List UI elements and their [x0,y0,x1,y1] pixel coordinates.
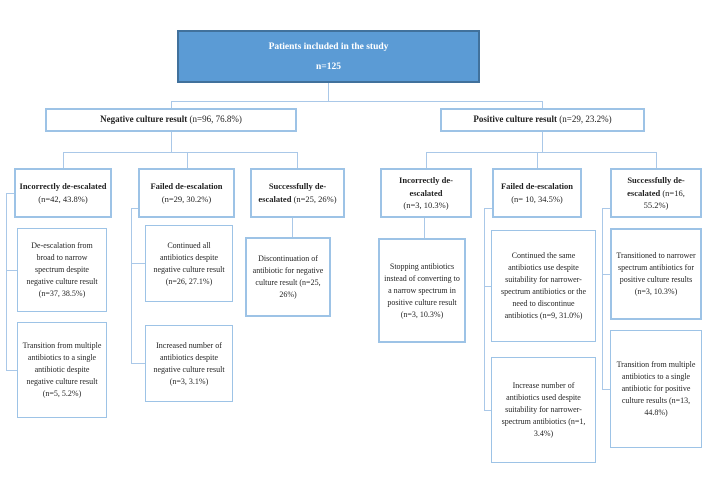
node-text: Continued the same antibiotics use despi… [500,251,587,320]
connector-line [297,152,298,168]
node-stats: (n=16, 55.2%) [643,187,685,211]
node-title: Patients included in the study [268,41,389,52]
connector-line [537,152,538,168]
node-text: Transitioned to narrower spectrum antibi… [616,251,696,296]
node-detail-broad-to-narrow: De-escalation from broad to narrow spect… [17,228,107,312]
node-neg-failed-deescalation: Failed de-escalation (n=29, 30.2%) [138,168,235,218]
node-label: Incorrectly de-escalated [399,174,453,198]
node-detail-continued-all: Continued all antibiotics despite negati… [145,225,233,302]
node-text: Transition from multiple antibiotics to … [616,360,696,417]
connector-line [131,363,145,364]
node-text: De-escalation from broad to narrow spect… [26,241,98,298]
connector-line [602,208,610,209]
connector-line [171,101,542,102]
node-detail-multiple-to-single-pos: Transition from multiple antibiotics to … [610,330,702,448]
connector-line [542,101,543,108]
node-pos-successfully-deescalated: Successfully de-escalated (n=16, 55.2%) [610,168,702,218]
node-detail-discontinuation: Discontinuation of antibiotic for negati… [245,237,331,317]
node-text: Stopping antibiotics instead of converti… [384,261,460,319]
node-stats: (n=96, 76.8%) [189,114,242,125]
node-detail-increase-number-pos: Increase number of antibiotics used desp… [491,357,596,463]
node-detail-multiple-to-single-neg: Transition from multiple antibiotics to … [17,322,107,418]
connector-line [6,270,17,271]
connector-line [328,83,329,101]
node-stats: (n=3, 10.3%) [403,200,449,211]
node-detail-increased-number-neg: Increased number of antibiotics despite … [145,325,233,402]
node-label: Successfully de-escalated [627,174,685,198]
node-text: Discontinuation of antibiotic for negati… [252,254,324,299]
connector-line [187,152,188,168]
connector-line [656,152,657,168]
node-label: Successfully de-escalated [258,181,327,204]
connector-line [542,132,543,152]
node-detail-continued-same: Continued the same antibiotics use despi… [491,230,596,342]
node-negative-culture: Negative culture result (n=96, 76.8%) [45,108,297,132]
connector-line [484,286,491,287]
connector-line [602,208,603,389]
connector-line [484,208,492,209]
connector-line [424,218,425,238]
node-text: Transition from multiple antibiotics to … [22,341,102,398]
connector-line [63,152,64,168]
node-stats: (n=42, 43.8%) [38,194,88,204]
connector-line [602,274,610,275]
node-text: Increased number of antibiotics despite … [153,340,225,386]
connector-line [63,152,297,153]
node-label: Positive culture result [473,114,558,125]
node-label: Incorrectly de-escalated [19,181,107,192]
node-neg-successfully-deescalated: Successfully de-escalated (n=25, 26%) [250,168,345,218]
node-detail-stopping-antibiotics: Stopping antibiotics instead of converti… [378,238,466,343]
node-neg-incorrectly-deescalated: Incorrectly de-escalated (n=42, 43.8%) [14,168,112,218]
node-label: Failed de-escalation [500,181,573,192]
node-patients-included: Patients included in the study n=125 [177,30,480,83]
node-count: n=125 [316,61,341,72]
connector-line [131,208,132,363]
node-detail-transitioned-narrower: Transitioned to narrower spectrum antibi… [610,228,702,320]
node-stats: (n= 10, 34.5%) [511,194,563,204]
connector-line [131,208,138,209]
connector-line [484,410,491,411]
node-pos-failed-deescalation: Failed de-escalation (n= 10, 34.5%) [492,168,582,218]
connector-line [426,152,427,168]
connector-line [292,218,293,237]
connector-line [6,370,17,371]
node-label: Negative culture result [100,114,188,125]
node-text: Continued all antibiotics despite negati… [153,240,225,286]
connector-line [6,193,7,370]
connector-line [426,152,656,153]
node-label: Failed de-escalation [150,181,223,192]
node-positive-culture: Positive culture result (n=29, 23.2%) [440,108,645,132]
connector-line [484,208,485,410]
node-pos-incorrectly-deescalated: Incorrectly de-escalated (n=3, 10.3%) [380,168,472,218]
connector-line [602,389,610,390]
node-stats: (n=29, 30.2%) [161,194,212,204]
connector-line [6,193,14,194]
node-stats: (n=25, 26%) [293,194,337,204]
connector-line [131,263,145,264]
node-text: Increase number of antibiotics used desp… [501,381,586,438]
connector-line [171,132,172,152]
connector-line [171,101,172,108]
node-stats: (n=29, 23.2%) [559,114,612,125]
